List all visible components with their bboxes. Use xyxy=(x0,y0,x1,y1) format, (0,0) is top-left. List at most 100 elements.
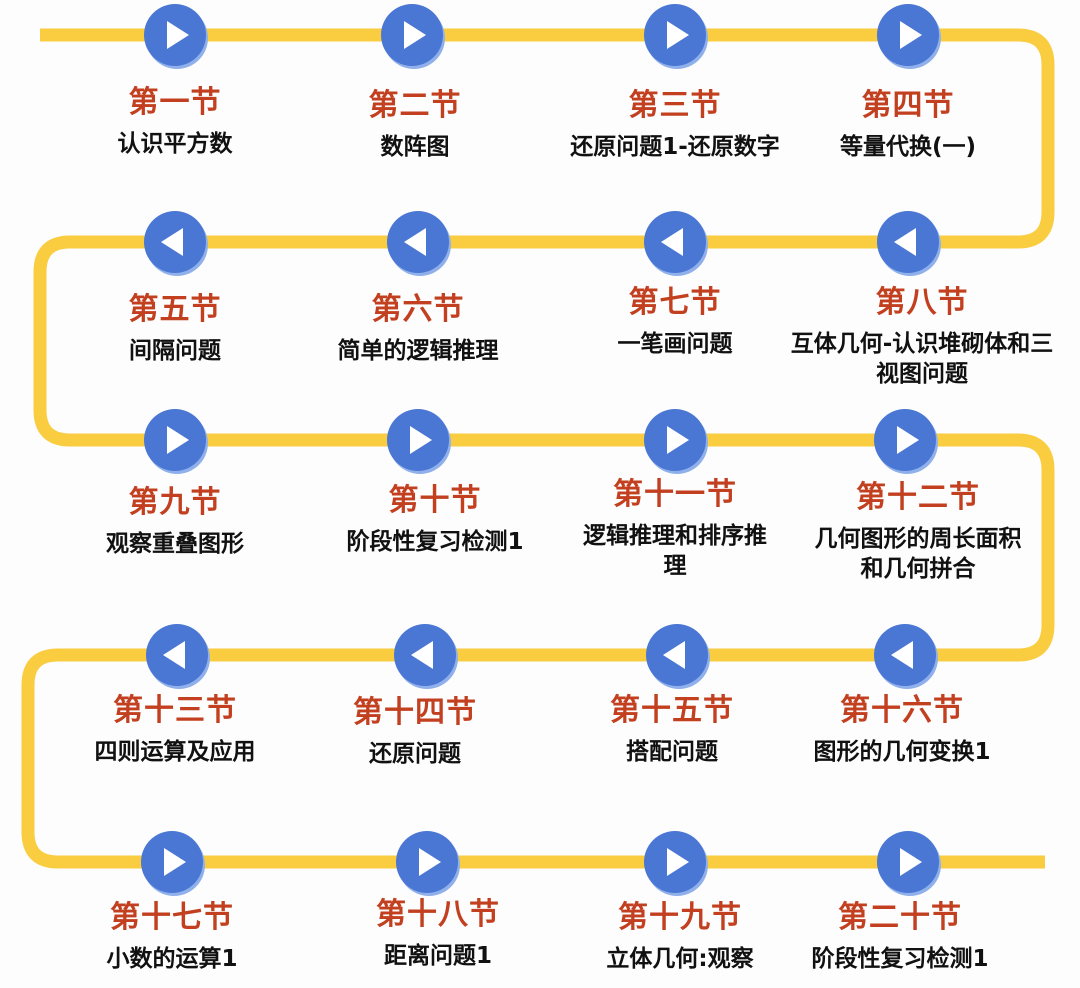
play-right-icon xyxy=(900,848,922,876)
section-topic: 逻辑推理和排序推理 xyxy=(583,523,767,579)
section-label: 第十六节 xyxy=(840,693,964,728)
section-topic: 还原问题1-还原数字 xyxy=(570,134,780,160)
section-node: 第九节观察重叠图形 xyxy=(45,485,305,559)
section-topic: 几何图形的周长面积和几何拼合 xyxy=(814,526,1022,582)
section-label: 第二十节 xyxy=(838,900,962,935)
section-node: 第六节简单的逻辑推理 xyxy=(288,292,548,366)
play-button-section-15[interactable] xyxy=(646,624,708,686)
section-node: 第二节数阵图 xyxy=(285,88,545,162)
section-topic: 距离问题1 xyxy=(383,943,492,969)
section-node: 第十二节几何图形的周长面积和几何拼合 xyxy=(813,480,1023,584)
section-label: 第十五节 xyxy=(610,693,734,728)
play-button-section-13[interactable] xyxy=(146,624,208,686)
section-node: 第四节等量代换(一) xyxy=(778,88,1038,162)
play-left-icon xyxy=(163,641,185,669)
section-label: 第五节 xyxy=(128,292,222,327)
play-button-section-19[interactable] xyxy=(644,831,706,893)
section-node: 第十一节逻辑推理和排序推理 xyxy=(580,477,770,581)
section-node: 第十节阶段性复习检测1 xyxy=(305,483,565,557)
section-topic: 数阵图 xyxy=(380,134,450,160)
play-right-icon xyxy=(667,21,689,49)
section-topic: 立体几何:观察 xyxy=(606,946,754,972)
play-button-section-8[interactable] xyxy=(877,211,939,273)
section-topic: 互体几何-认识堆砌体和三视图问题 xyxy=(790,331,1054,387)
play-left-icon xyxy=(661,228,683,256)
play-left-icon xyxy=(161,228,183,256)
play-right-icon xyxy=(897,426,919,454)
section-topic: 还原问题 xyxy=(369,741,461,767)
play-right-icon xyxy=(419,848,441,876)
play-right-icon xyxy=(167,426,189,454)
play-right-icon xyxy=(164,848,186,876)
play-button-section-18[interactable] xyxy=(396,831,458,893)
play-button-section-6[interactable] xyxy=(387,211,449,273)
section-label: 第十一节 xyxy=(613,477,737,512)
section-label: 第六节 xyxy=(371,292,465,327)
section-topic: 搭配问题 xyxy=(626,739,718,765)
section-label: 第十节 xyxy=(388,483,482,518)
play-right-icon xyxy=(410,426,432,454)
play-button-section-12[interactable] xyxy=(874,409,936,471)
section-label: 第十二节 xyxy=(856,480,980,515)
section-node: 第一节认识平方数 xyxy=(45,85,305,159)
play-left-icon xyxy=(891,641,913,669)
section-topic: 阶段性复习检测1 xyxy=(346,529,524,555)
section-label: 第三节 xyxy=(628,88,722,123)
play-left-icon xyxy=(663,641,685,669)
section-label: 第十八节 xyxy=(376,897,500,932)
play-button-section-7[interactable] xyxy=(644,211,706,273)
play-button-section-14[interactable] xyxy=(394,624,456,686)
section-label: 第一节 xyxy=(128,85,222,120)
section-label: 第十三节 xyxy=(113,693,237,728)
section-label: 第七节 xyxy=(628,285,722,320)
play-right-icon xyxy=(667,848,689,876)
section-node: 第七节一笔画问题 xyxy=(545,285,805,359)
section-topic: 图形的几何变换1 xyxy=(813,739,991,765)
play-button-section-3[interactable] xyxy=(644,4,706,66)
section-topic: 简单的逻辑推理 xyxy=(337,338,499,364)
play-button-section-9[interactable] xyxy=(144,409,206,471)
section-label: 第八节 xyxy=(875,285,969,320)
play-right-icon xyxy=(900,21,922,49)
play-button-section-20[interactable] xyxy=(877,831,939,893)
play-left-icon xyxy=(411,641,433,669)
play-left-icon xyxy=(404,228,426,256)
section-topic: 等量代换(一) xyxy=(839,134,977,160)
play-right-icon xyxy=(404,21,426,49)
section-topic: 阶段性复习检测1 xyxy=(811,946,989,972)
play-button-section-16[interactable] xyxy=(874,624,936,686)
section-node: 第十五节搭配问题 xyxy=(542,693,802,767)
section-label: 第四节 xyxy=(861,88,955,123)
play-button-section-11[interactable] xyxy=(644,409,706,471)
section-topic: 一笔画问题 xyxy=(617,331,733,357)
section-node: 第十六节图形的几何变换1 xyxy=(772,693,1032,767)
section-topic: 间隔问题 xyxy=(129,338,221,364)
section-topic: 认识平方数 xyxy=(117,131,233,157)
section-topic: 观察重叠图形 xyxy=(106,531,244,557)
play-button-section-10[interactable] xyxy=(387,409,449,471)
play-right-icon xyxy=(167,21,189,49)
play-right-icon xyxy=(667,426,689,454)
section-node: 第十九节立体几何:观察 xyxy=(550,900,810,974)
section-node: 第八节互体几何-认识堆砌体和三视图问题 xyxy=(787,285,1057,389)
section-node: 第十三节四则运算及应用 xyxy=(45,693,305,767)
section-topic: 小数的运算1 xyxy=(106,946,238,972)
section-node: 第十七节小数的运算1 xyxy=(42,900,302,974)
section-node: 第五节间隔问题 xyxy=(45,292,305,366)
section-node: 第二十节阶段性复习检测1 xyxy=(770,900,1030,974)
section-label: 第十七节 xyxy=(110,900,234,935)
section-node: 第三节还原问题1-还原数字 xyxy=(525,88,825,162)
section-node: 第十八节距离问题1 xyxy=(308,897,568,971)
play-button-section-4[interactable] xyxy=(877,4,939,66)
section-label: 第九节 xyxy=(128,485,222,520)
play-button-section-1[interactable] xyxy=(144,4,206,66)
section-label: 第十四节 xyxy=(353,695,477,730)
section-topic: 四则运算及应用 xyxy=(94,739,256,765)
play-button-section-2[interactable] xyxy=(381,4,443,66)
play-button-section-17[interactable] xyxy=(141,831,203,893)
play-button-section-5[interactable] xyxy=(144,211,206,273)
section-label: 第十九节 xyxy=(618,900,742,935)
play-left-icon xyxy=(894,228,916,256)
section-node: 第十四节还原问题 xyxy=(285,695,545,769)
